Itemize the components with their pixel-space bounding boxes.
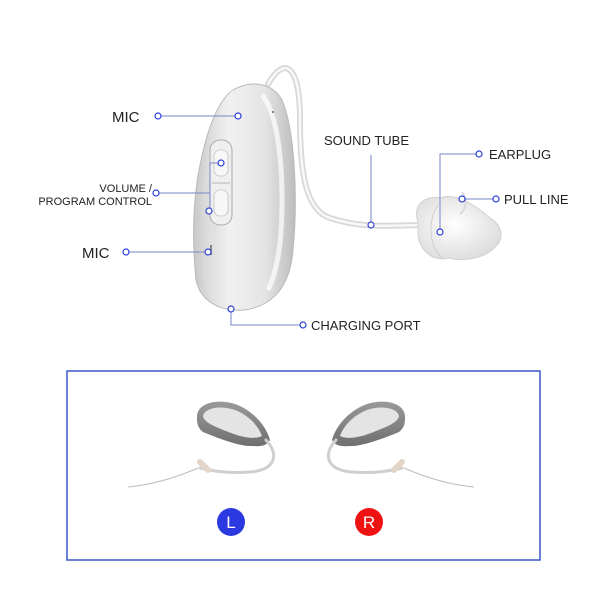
mic-top-marker — [154, 112, 162, 120]
label-charging-port: CHARGING PORT — [311, 318, 421, 333]
sound-tube-marker — [367, 221, 375, 229]
volume-marker — [152, 189, 160, 197]
right-hearing-aid — [326, 401, 475, 488]
label-mic-top: MIC — [112, 109, 140, 126]
charging-port-marker — [299, 321, 307, 329]
left-hearing-aid — [127, 401, 276, 488]
label-earplug: EARPLUG — [489, 147, 551, 162]
right-badge — [355, 508, 383, 536]
label-sound-tube: SOUND TUBE — [324, 133, 409, 148]
left-right-frame — [66, 370, 541, 561]
earplug-graphic — [416, 191, 502, 261]
label-volume-line2: PROGRAM CONTROL — [38, 196, 152, 208]
left-badge — [217, 508, 245, 536]
earplug-marker — [475, 150, 483, 158]
label-mic-bottom: MIC — [82, 245, 110, 262]
label-pull-line: PULL LINE — [504, 192, 569, 207]
label-volume-line1: VOLUME / — [99, 183, 153, 195]
pull-line-graphic — [459, 191, 467, 215]
right-badge-label: R — [363, 513, 375, 532]
mic-bottom-marker — [122, 248, 130, 256]
left-badge-label: L — [226, 513, 235, 532]
pull-line-marker — [492, 195, 500, 203]
hearing-aid-main — [193, 65, 423, 311]
